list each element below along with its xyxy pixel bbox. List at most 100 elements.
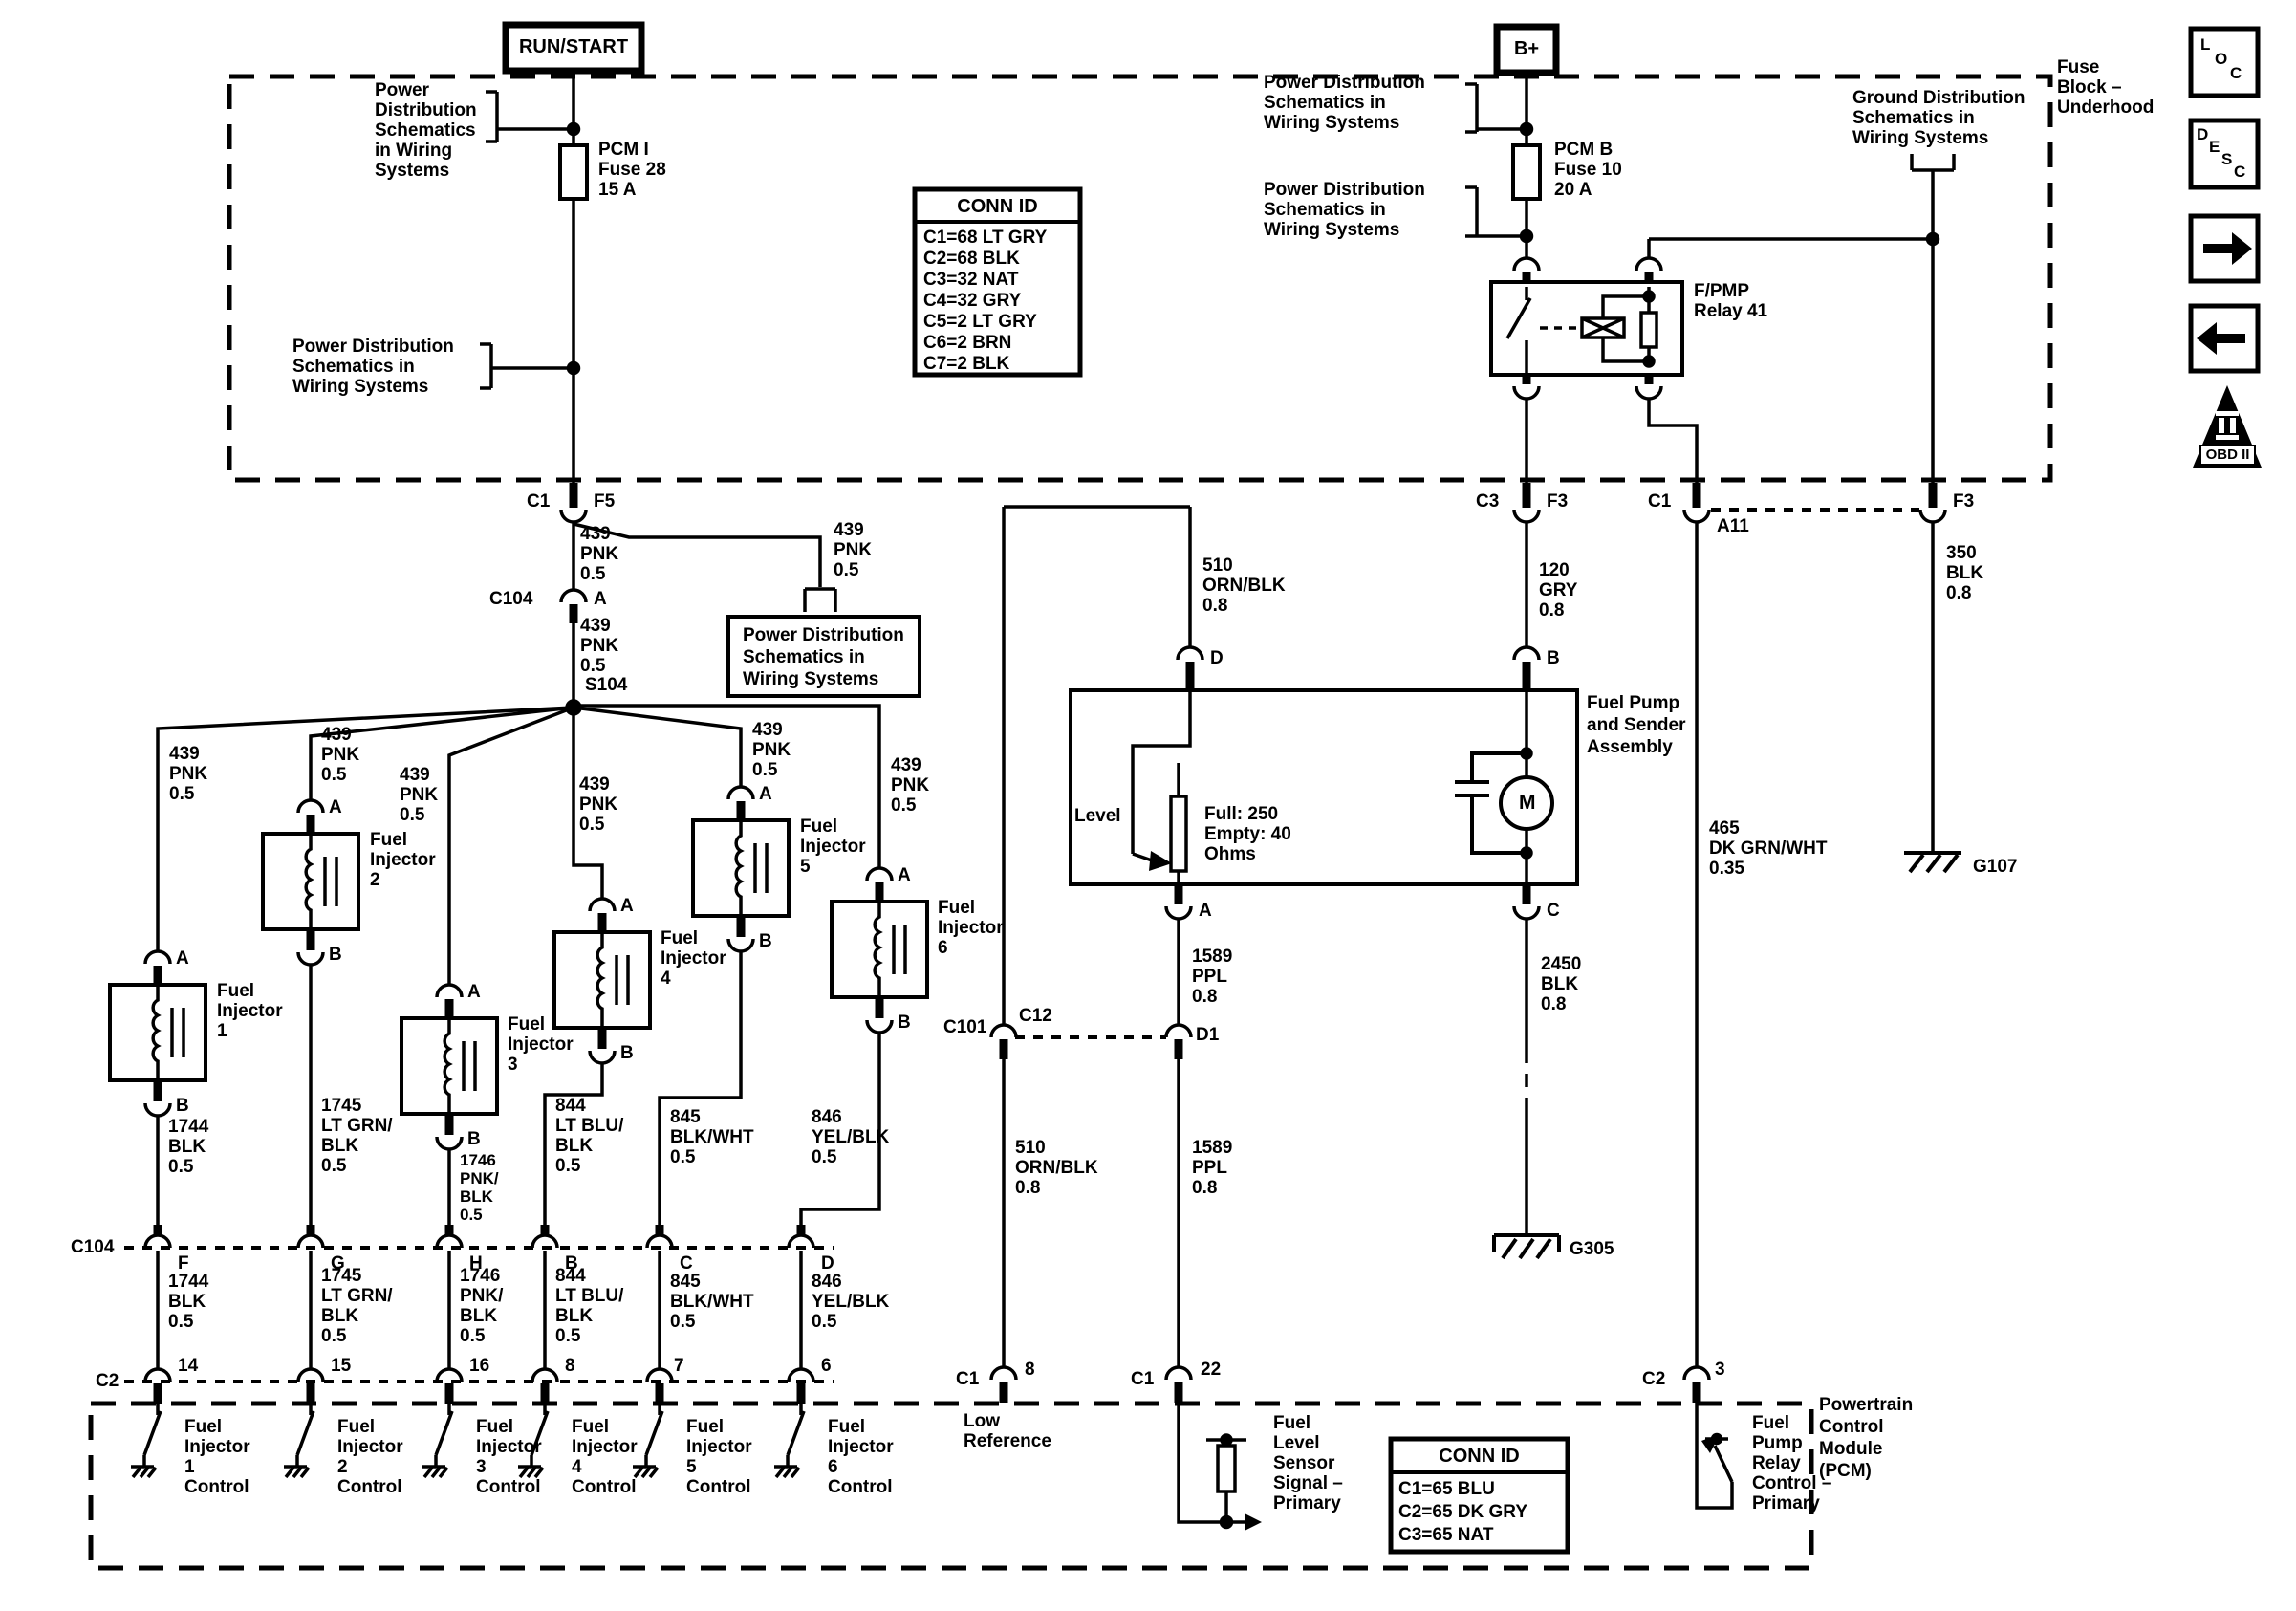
wire-510-bot: 510 ORN/BLK 0.8 <box>1015 1138 1098 1198</box>
wire-510-top: 510 ORN/BLK 0.8 <box>1202 555 1286 616</box>
fuel-level-signal-label: Fuel Level Sensor Signal – Primary <box>1273 1413 1343 1513</box>
loc-letter-c: C <box>2230 64 2242 82</box>
wire-350: 350 BLK 0.8 <box>1946 543 1984 603</box>
c104-pin-c: C <box>680 1253 693 1274</box>
conn-id-top-rows: C1=68 LT GRY C2=68 BLK C3=32 NAT C4=32 G… <box>923 228 1048 374</box>
fuel-pump-sender-assembly <box>1002 505 1579 1025</box>
conn-id-bottom-rows: C1=65 BLU C2=65 DK GRY C3=65 NAT <box>1398 1479 1527 1545</box>
c101-label: C101 <box>943 1017 987 1037</box>
loc-icon[interactable] <box>2188 26 2261 98</box>
c2-row-label: C2 <box>96 1371 119 1391</box>
conn-c1-f5-c1: C1 <box>527 491 551 512</box>
fpmp-relay <box>1489 231 1940 487</box>
wire-439-inj4: 439 PNK 0.5 <box>579 774 618 835</box>
injector-feed-wires <box>156 704 881 985</box>
ground-dist-ref: Ground Distribution Schematics in Wiring… <box>1852 88 2025 148</box>
conn-c3: C3 <box>1476 491 1500 512</box>
inj2-pin-b: B <box>329 945 342 965</box>
conn-id-top-box <box>912 186 1083 378</box>
wire-439-inj5: 439 PNK 0.5 <box>752 720 791 780</box>
wire-1745-top: 1745 LT GRN/ BLK 0.5 <box>321 1096 393 1176</box>
desc-icon[interactable] <box>2188 118 2261 190</box>
injector-3-label: Fuel Injector 3 <box>508 1014 574 1075</box>
obd-ii-icon[interactable] <box>2193 385 2262 468</box>
right-arrow-icon <box>2203 232 2252 265</box>
pcm-driver-4: Fuel Injector 4 Control <box>572 1417 638 1497</box>
pcm-driver-2: Fuel Injector 2 Control <box>337 1417 403 1497</box>
pcm-level-input <box>1177 1403 1262 1531</box>
desc-letter-d: D <box>2197 125 2209 143</box>
pcm-b-fuse-label: PCM B Fuse 10 20 A <box>1554 140 1622 200</box>
injector-1-label: Fuel Injector 1 <box>217 981 283 1041</box>
wire-1589-bot: 1589 PPL 0.8 <box>1192 1138 1233 1198</box>
g305-label: G305 <box>1570 1239 1614 1259</box>
wire-120: 120 GRY 0.8 <box>1539 560 1578 620</box>
s104-label: S104 <box>585 675 628 695</box>
ohms-label: Full: 250 Empty: 40 Ohms <box>1204 804 1291 864</box>
run-start-box <box>502 21 645 75</box>
wire-439-inj3: 439 PNK 0.5 <box>400 765 439 825</box>
desc-letter-s: S <box>2221 150 2233 168</box>
wire-846-top: 846 YEL/BLK 0.5 <box>812 1107 890 1167</box>
conn-f3-right: F3 <box>1953 491 1975 512</box>
pd-ref-left-2: Power Distribution Schematics in Wiring … <box>292 337 454 397</box>
c1-22-c1: C1 <box>1131 1369 1155 1389</box>
c2-pin-7: 7 <box>674 1356 684 1376</box>
inj5-pin-b: B <box>759 931 772 951</box>
injector-5-label: Fuel Injector 5 <box>800 816 866 877</box>
conn-a11: A11 <box>1717 516 1749 536</box>
pump-pin-a: A <box>1199 901 1212 921</box>
pd-ref-left-1: Power Distribution Schematics in Wiring … <box>375 80 477 181</box>
power-dist-ref-box <box>726 615 921 698</box>
run-start-label: RUN/START <box>518 36 629 57</box>
run-start-circuit <box>480 71 837 716</box>
pcm-injector-drivers <box>131 1404 806 1479</box>
pump-pin-b: B <box>1547 648 1560 668</box>
loc-letter-l: L <box>2200 35 2211 54</box>
conn-id-top-title: CONN ID <box>957 196 1038 217</box>
wire-1746-top: 1746 PNK/ BLK 0.5 <box>460 1151 499 1224</box>
c2-row-connectors <box>143 1367 815 1404</box>
pd-ref-box-label: Power Distribution Schematics in Wiring … <box>743 625 904 689</box>
pd-ref-right-1: Power Distribution Schematics in Wiring … <box>1264 73 1425 133</box>
sender-signal-wires <box>989 919 1193 1403</box>
wire-439-inj2: 439 PNK 0.5 <box>321 725 360 785</box>
g107-ground-wire <box>1904 522 1961 874</box>
fuse-block-label: Fuse Block – Underhood <box>2057 57 2155 118</box>
inj5-pin-a: A <box>759 784 772 804</box>
conn-id-bottom-title: CONN ID <box>1439 1446 1520 1467</box>
inj1-pin-a: A <box>176 948 189 969</box>
c2-pin-14: 14 <box>178 1356 199 1376</box>
inj3-pin-b: B <box>467 1129 481 1149</box>
pcm-border <box>88 1401 1814 1571</box>
wire-465: 465 DK GRN/WHT 0.35 <box>1709 818 1828 879</box>
b-plus-circuit <box>1465 73 1542 258</box>
desc-letter-c: C <box>2234 163 2246 181</box>
pcm-driver-3: Fuel Injector 3 Control <box>476 1417 542 1497</box>
g107-label: G107 <box>1973 857 2018 877</box>
c2-3-c2: C2 <box>1642 1369 1666 1389</box>
c2-pin-16: 16 <box>469 1356 490 1376</box>
motor-m: M <box>1519 792 1536 814</box>
connector-row-lines <box>124 508 1919 1383</box>
inj3-pin-a: A <box>467 982 481 1002</box>
pcm-i-fuse-symbol <box>558 143 589 201</box>
pd-ref-right-2: Power Distribution Schematics in Wiring … <box>1264 180 1425 240</box>
wire-1589-top: 1589 PPL 0.8 <box>1192 947 1233 1007</box>
pump-pin-c: C <box>1547 901 1560 921</box>
ground-distribution-tap <box>1910 154 1956 485</box>
c1-8-pin: 8 <box>1025 1360 1035 1380</box>
c2-3-pin: 3 <box>1715 1360 1725 1380</box>
c104-pin-b: B <box>565 1253 578 1274</box>
fuse-block-border <box>227 74 2053 483</box>
fuel-injector-symbols <box>108 785 929 1225</box>
wire-439-branch: 439 PNK 0.5 <box>834 520 873 580</box>
conn-c3-f3: F3 <box>1547 491 1569 512</box>
side-panel <box>2188 26 2262 468</box>
pump-pin-d: D <box>1210 648 1224 668</box>
wire-1744-bot: 1744 BLK 0.5 <box>168 1272 209 1332</box>
inj4-pin-a: A <box>620 896 634 916</box>
conn-c1-right: C1 <box>1648 491 1672 512</box>
c12-label: C12 <box>1019 1006 1052 1026</box>
